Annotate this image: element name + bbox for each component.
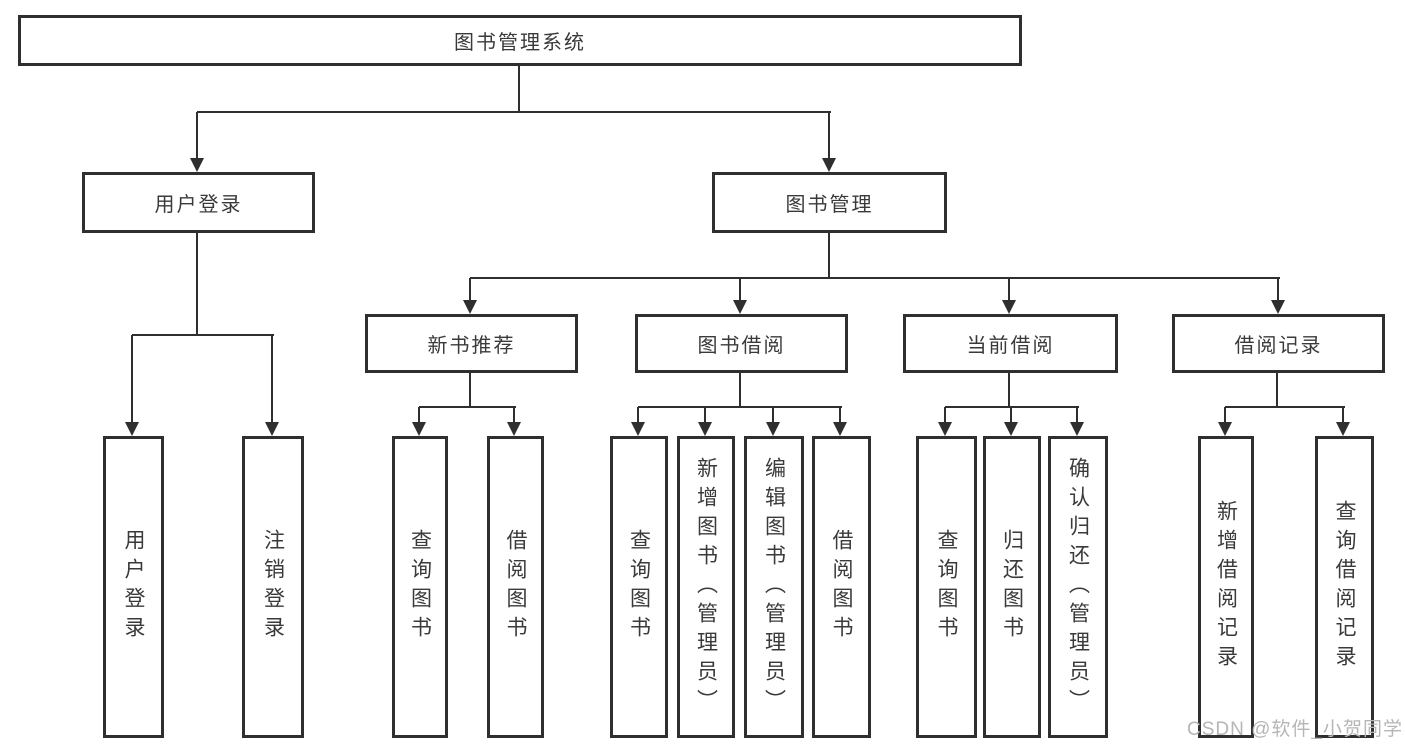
connector-line xyxy=(739,278,741,300)
node-label: 当前借阅 xyxy=(966,335,1055,357)
node-label: 图书借阅 xyxy=(697,335,786,357)
connector-line xyxy=(196,233,198,336)
leaf-label: 归还图书 xyxy=(1000,529,1024,645)
leaf-label: 注销登录 xyxy=(261,529,285,645)
connector-line xyxy=(469,373,471,408)
connector-line xyxy=(418,407,420,422)
connector-line xyxy=(470,277,1280,279)
connector-line xyxy=(1276,373,1278,408)
arrowhead-down-icon xyxy=(698,422,712,436)
leaf-borrow-books-recommend: 借阅图书 xyxy=(487,436,544,738)
connector-line xyxy=(638,406,842,408)
arrowhead-down-icon xyxy=(833,422,847,436)
leaf-borrow-books: 借阅图书 xyxy=(812,436,871,738)
arrowhead-down-icon xyxy=(463,300,477,314)
connector-line xyxy=(1225,406,1345,408)
node-label: 图书管理 xyxy=(785,194,874,216)
connector-line xyxy=(1224,407,1226,422)
node-current-borrowing: 当前借阅 xyxy=(903,314,1118,373)
leaf-label: 查询借阅记录 xyxy=(1333,500,1356,674)
arrowhead-down-icon xyxy=(265,422,279,436)
connector-line xyxy=(1076,407,1078,422)
leaf-add-borrow-record: 新增借阅记录 xyxy=(1198,436,1254,738)
leaf-return-books: 归还图书 xyxy=(983,436,1041,738)
node-label: 图书管理系统 xyxy=(454,32,586,54)
connector-line xyxy=(772,407,774,422)
connector-line xyxy=(1010,407,1012,422)
connector-line xyxy=(1008,278,1010,300)
connector-line xyxy=(945,406,1079,408)
leaf-label: 借阅图书 xyxy=(830,529,853,645)
connector-line xyxy=(419,406,516,408)
arrowhead-down-icon xyxy=(1070,422,1084,436)
leaf-query-books-recommend: 查询图书 xyxy=(392,436,448,738)
connector-line xyxy=(196,112,198,158)
connector-line xyxy=(944,407,946,422)
node-label: 用户登录 xyxy=(154,194,243,216)
arrowhead-down-icon xyxy=(1336,422,1350,436)
arrowhead-down-icon xyxy=(1004,422,1018,436)
connector-line xyxy=(828,233,830,279)
leaf-label: 新增图书（管理员） xyxy=(694,456,718,718)
leaf-query-borrow-record: 查询借阅记录 xyxy=(1315,436,1374,738)
leaf-confirm-return-admin: 确认归还（管理员） xyxy=(1048,436,1108,738)
connector-line xyxy=(637,407,639,422)
arrowhead-down-icon xyxy=(507,422,521,436)
arrowhead-down-icon xyxy=(733,300,747,314)
arrowhead-down-icon xyxy=(631,422,645,436)
connector-line xyxy=(839,407,841,422)
node-book-management: 图书管理 xyxy=(712,172,947,233)
connector-line xyxy=(197,111,831,113)
connector-line xyxy=(518,65,520,113)
connector-line xyxy=(1277,278,1279,300)
arrowhead-down-icon xyxy=(190,158,204,172)
leaf-label: 借阅图书 xyxy=(504,529,527,645)
connector-line xyxy=(1008,373,1010,408)
connector-line xyxy=(132,334,274,336)
leaf-edit-books-admin: 编辑图书（管理员） xyxy=(744,436,804,738)
connector-line xyxy=(828,112,830,158)
leaf-label: 编辑图书（管理员） xyxy=(762,456,786,718)
connector-line xyxy=(704,407,706,422)
leaf-query-books-borrowing: 查询图书 xyxy=(610,436,668,738)
connector-line xyxy=(739,373,741,408)
leaf-query-books-current: 查询图书 xyxy=(916,436,977,738)
leaf-label: 新增借阅记录 xyxy=(1214,500,1238,674)
connector-line xyxy=(513,407,515,422)
leaf-label: 用户登录 xyxy=(122,529,145,645)
arrowhead-down-icon xyxy=(412,422,426,436)
leaf-label: 查询图书 xyxy=(408,529,432,645)
connector-line xyxy=(469,278,471,300)
arrowhead-down-icon xyxy=(938,422,952,436)
arrowhead-down-icon xyxy=(1218,422,1232,436)
leaf-label: 查询图书 xyxy=(935,529,958,645)
arrowhead-down-icon xyxy=(822,158,836,172)
connector-line xyxy=(1342,407,1344,422)
node-library-management-system: 图书管理系统 xyxy=(18,15,1022,66)
node-user-login: 用户登录 xyxy=(82,172,315,233)
connector-line xyxy=(131,335,133,422)
node-label: 新书推荐 xyxy=(427,335,516,357)
connector-line xyxy=(271,335,273,422)
arrowhead-down-icon xyxy=(766,422,780,436)
watermark: CSDN @软件_小贺同学 xyxy=(1187,719,1403,740)
leaf-logout: 注销登录 xyxy=(242,436,304,738)
node-label: 借阅记录 xyxy=(1234,335,1323,357)
arrowhead-down-icon xyxy=(125,422,139,436)
arrowhead-down-icon xyxy=(1271,300,1285,314)
leaf-user-login: 用户登录 xyxy=(103,436,164,738)
node-new-book-recommend: 新书推荐 xyxy=(365,314,578,373)
node-book-borrowing: 图书借阅 xyxy=(635,314,848,373)
leaf-add-books-admin: 新增图书（管理员） xyxy=(677,436,735,738)
leaf-label: 查询图书 xyxy=(627,529,651,645)
leaf-label: 确认归还（管理员） xyxy=(1066,456,1090,718)
node-borrow-records: 借阅记录 xyxy=(1172,314,1385,373)
arrowhead-down-icon xyxy=(1002,300,1016,314)
